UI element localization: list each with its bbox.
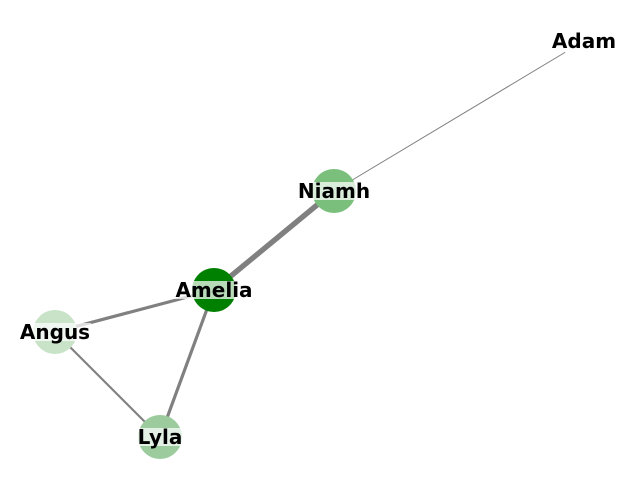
edge-adam-niamh bbox=[333, 40, 585, 192]
node-label-background-angus bbox=[18, 323, 92, 341]
node-label-group-lyla: Lyla bbox=[136, 425, 184, 449]
node-label-adam: Adam bbox=[552, 29, 616, 53]
node-label-group-niamh: Niamh bbox=[296, 179, 372, 203]
node-label-group-angus: Angus bbox=[18, 320, 92, 344]
node-label-background-amelia bbox=[174, 281, 254, 299]
edge-niamh-amelia bbox=[212, 188, 336, 293]
node-label-background-adam bbox=[550, 32, 618, 50]
edge-amelia-lyla bbox=[158, 289, 216, 438]
edge-angus-lyla bbox=[54, 331, 161, 438]
node-label-amelia: Amelia bbox=[175, 278, 252, 302]
node-label-angus: Angus bbox=[20, 320, 90, 344]
node-label-niamh: Niamh bbox=[298, 179, 370, 203]
node-label-lyla: Lyla bbox=[138, 425, 183, 449]
node-label-group-adam: Adam bbox=[550, 29, 618, 53]
node-label-background-lyla bbox=[136, 428, 184, 446]
edges-layer bbox=[54, 40, 585, 438]
nodes-layer bbox=[33, 19, 606, 459]
node-label-background-niamh bbox=[296, 182, 372, 200]
node-label-group-amelia: Amelia bbox=[174, 278, 254, 302]
